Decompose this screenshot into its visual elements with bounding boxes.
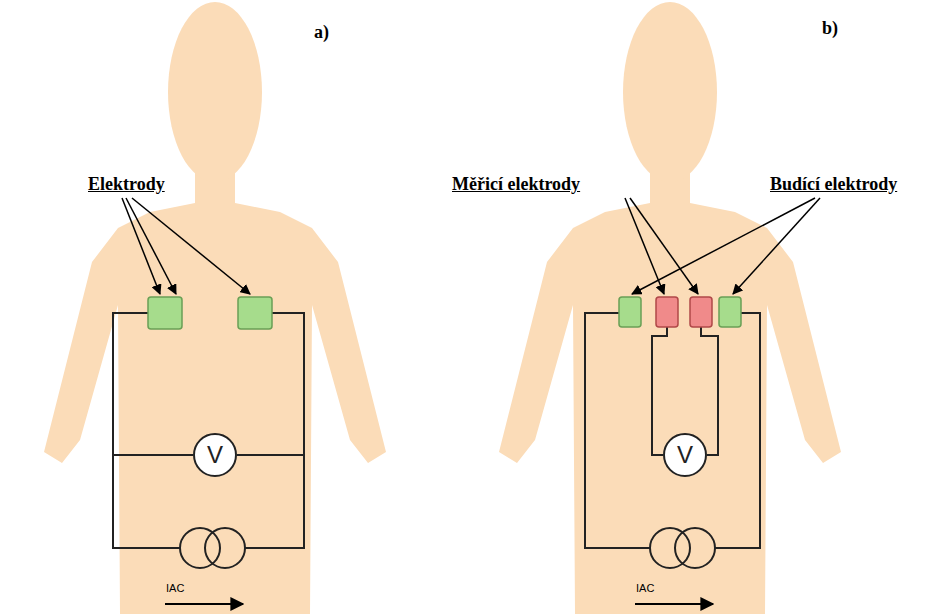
leader-arrow xyxy=(733,198,820,294)
wire xyxy=(585,313,650,548)
electrode xyxy=(238,297,272,329)
leader-arrow xyxy=(632,198,815,294)
current-source-symbol xyxy=(675,528,715,568)
electrode xyxy=(656,297,678,327)
leader-arrow xyxy=(122,198,160,294)
current-arrow xyxy=(165,603,243,605)
electrode xyxy=(719,297,741,327)
voltmeter-letter: V xyxy=(207,441,223,469)
wire xyxy=(715,313,760,548)
panel-letter: b) xyxy=(822,18,838,39)
body-silhouette xyxy=(44,172,386,614)
current-source-symbol xyxy=(650,528,690,568)
electrode xyxy=(619,297,641,327)
electrode-label: Měřicí elektrody xyxy=(452,174,580,195)
wire xyxy=(701,327,718,455)
voltmeter-letter: V xyxy=(677,441,693,469)
head-silhouette xyxy=(623,2,717,182)
head-silhouette xyxy=(168,2,262,182)
leader-arrow xyxy=(126,198,176,294)
leader-arrow xyxy=(132,198,250,294)
voltmeter-symbol: V xyxy=(663,433,707,477)
body-silhouette xyxy=(499,172,841,614)
electrode-label: Budící elektrody xyxy=(770,174,897,195)
electrode xyxy=(690,297,712,327)
wire xyxy=(652,327,667,455)
electrode xyxy=(148,297,182,329)
current-source-symbol xyxy=(205,528,245,568)
panel-letter: a) xyxy=(314,22,329,43)
current-arrow xyxy=(635,603,713,605)
current-label: IAC xyxy=(636,582,654,594)
wire xyxy=(245,313,304,548)
leader-arrow xyxy=(630,198,698,294)
wire xyxy=(113,313,180,548)
current-label: IAC xyxy=(166,582,184,594)
electrode-label: Elektrody xyxy=(88,174,165,195)
current-source-symbol xyxy=(180,528,220,568)
wire xyxy=(237,454,304,456)
voltmeter-symbol: V xyxy=(193,433,237,477)
wire xyxy=(113,454,193,456)
